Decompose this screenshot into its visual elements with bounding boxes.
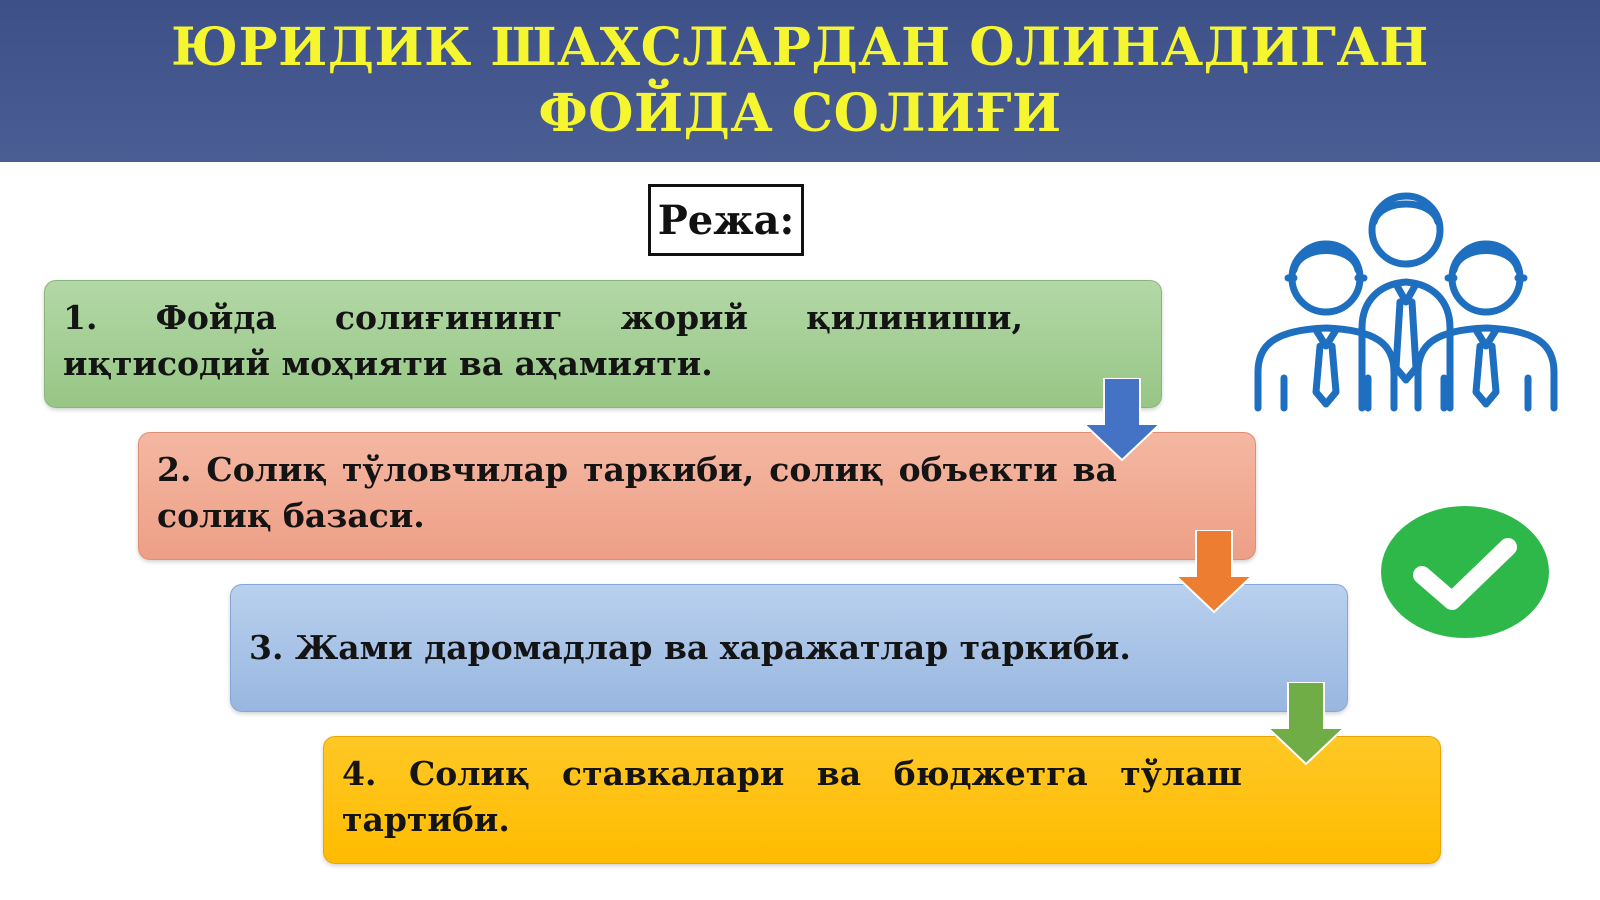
page-title: ЮРИДИК ШАХСЛАРДАН ОЛИНАДИГАН ФОЙДА СОЛИҒ… bbox=[171, 17, 1429, 144]
plan-step-4-text: 4. Солиқ ставкалари ва бюджетга тўлаш та… bbox=[342, 754, 1242, 839]
plan-step-2-text: 2. Солиқ тўловчилар таркиби, солиқ объек… bbox=[157, 450, 1117, 535]
arrow-down-green-icon bbox=[1266, 682, 1346, 766]
plan-step-1: 1. Фойда солиғининг жорий қилиниши, иқти… bbox=[44, 280, 1162, 408]
checkmark-icon bbox=[1381, 506, 1549, 638]
plan-step-3: 3. Жами даромадлар ва харажатлар таркиби… bbox=[230, 584, 1348, 712]
plan-label: Режа: bbox=[648, 184, 804, 256]
title-bar: ЮРИДИК ШАХСЛАРДАН ОЛИНАДИГАН ФОЙДА СОЛИҒ… bbox=[0, 0, 1600, 162]
plan-step-4: 4. Солиқ ставкалари ва бюджетга тўлаш та… bbox=[323, 736, 1441, 864]
arrow-down-blue-icon bbox=[1082, 378, 1162, 462]
plan-step-3-text: 3. Жами даромадлар ва харажатлар таркиби… bbox=[249, 628, 1131, 667]
arrow-down-orange-icon bbox=[1174, 530, 1254, 614]
plan-step-1-text: 1. Фойда солиғининг жорий қилиниши, иқти… bbox=[63, 298, 1023, 383]
plan-step-2: 2. Солиқ тўловчилар таркиби, солиқ объек… bbox=[138, 432, 1256, 560]
people-group-icon bbox=[1254, 192, 1558, 412]
